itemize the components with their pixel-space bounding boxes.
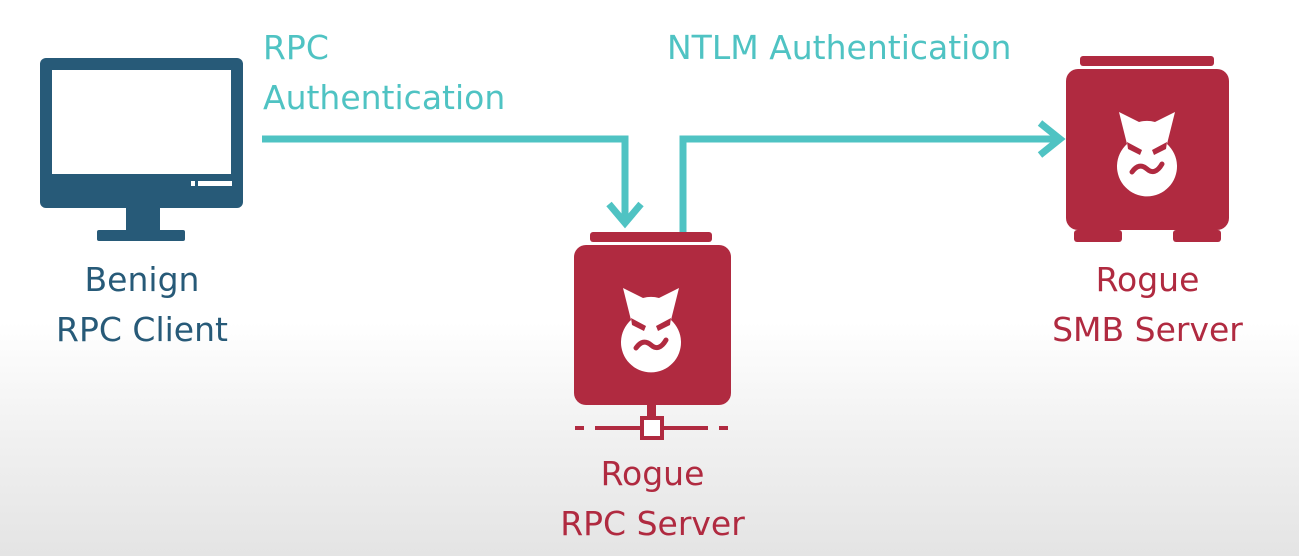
- monitor-icon: [40, 58, 243, 241]
- ntlm-auth-arrow: [679, 120, 1066, 232]
- smb-server-label-line2: SMB Server: [1052, 310, 1243, 349]
- rpc-server-label-line1: Rogue: [600, 454, 705, 493]
- client-label-line1: Benign: [84, 260, 200, 299]
- evil-server-icon: [574, 232, 731, 440]
- smb-server-label-line1: Rogue: [1095, 260, 1200, 299]
- rpc-auth-label-line1: RPC: [263, 28, 329, 67]
- rpc-auth-arrow: [262, 135, 644, 229]
- ntlm-auth-label: NTLM Authentication: [667, 28, 1012, 67]
- client-label-line2: RPC Client: [56, 310, 228, 349]
- rpc-auth-label-line2: Authentication: [263, 78, 506, 117]
- rpc-server-label-line2: RPC Server: [560, 504, 745, 543]
- evil-server-icon: [1066, 56, 1229, 242]
